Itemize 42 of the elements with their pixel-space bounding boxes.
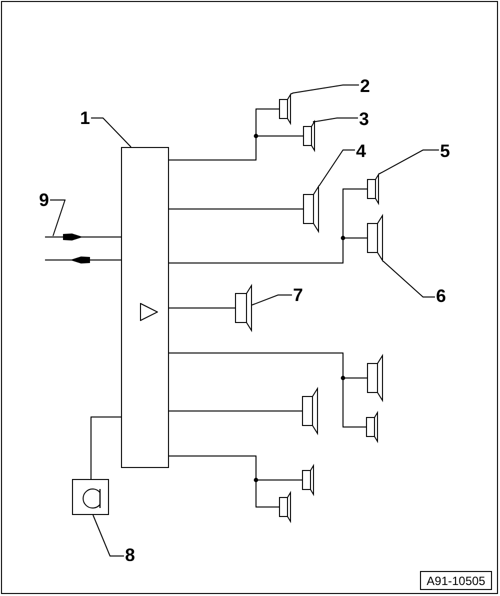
wire <box>256 480 280 508</box>
speaker-symbol <box>279 492 291 522</box>
component-box <box>72 479 109 515</box>
callout-number: 8 <box>124 546 136 564</box>
leader-line <box>90 118 132 148</box>
speaker-symbol <box>367 355 383 401</box>
wire <box>168 456 256 480</box>
wire <box>90 416 122 480</box>
callout-number: 4 <box>355 142 367 160</box>
leader-line <box>252 294 292 306</box>
wire <box>342 378 366 428</box>
wire <box>168 238 344 264</box>
speaker-symbol <box>302 388 318 434</box>
callout-number: 6 <box>435 287 447 305</box>
callout-number: 5 <box>439 142 451 160</box>
speaker-symbol <box>303 186 319 232</box>
callout-number: 1 <box>79 109 91 127</box>
speaker-symbol <box>367 215 383 261</box>
callout-number: 2 <box>359 77 371 95</box>
wire <box>168 352 344 378</box>
speaker-symbol <box>235 285 252 331</box>
wire <box>256 108 280 136</box>
speaker-symbol <box>303 121 315 151</box>
leader-line <box>318 150 356 186</box>
wire <box>168 410 302 412</box>
callout-number: 7 <box>292 286 304 304</box>
leader-line <box>382 260 436 298</box>
leader-line <box>378 150 440 174</box>
speaker-symbol <box>279 94 291 124</box>
leader-line <box>50 200 66 236</box>
callout-number: 9 <box>38 191 50 209</box>
speaker-symbol <box>367 174 379 204</box>
speaker-symbol <box>302 465 314 495</box>
leader-line <box>92 514 124 556</box>
callout-number: 3 <box>358 110 370 128</box>
figure-number: A91-10505 <box>420 571 492 590</box>
leader-line <box>312 118 358 122</box>
wire <box>168 208 304 210</box>
leader-line <box>290 84 360 94</box>
wire <box>342 188 368 238</box>
amplifier-box <box>121 147 169 468</box>
speaker-symbol <box>366 412 378 442</box>
